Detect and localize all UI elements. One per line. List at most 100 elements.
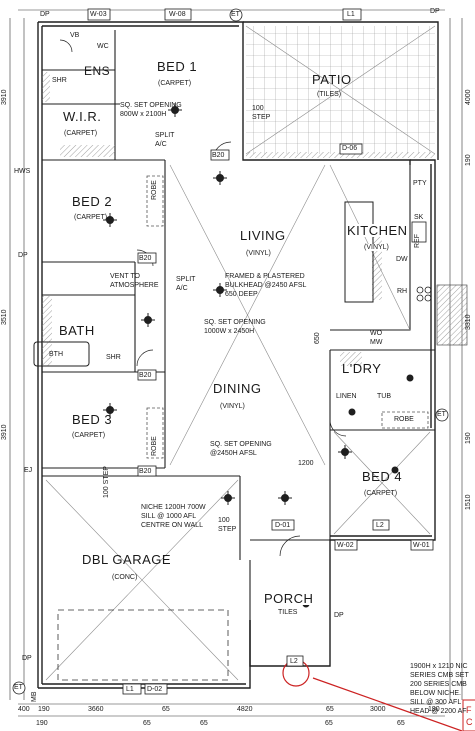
- note-niche-2: 1900H x 1210 NIC SERIES CMB SET 200 SERI…: [410, 663, 469, 715]
- fixture-shr-bath: SHR: [106, 354, 121, 361]
- dim-bottom-65c: 65: [143, 720, 151, 727]
- tag-b20-1: B20: [212, 152, 225, 159]
- tag-dp-bottomleft: DP: [22, 655, 32, 662]
- note-step-entry: 100 STEP: [218, 517, 237, 533]
- note-vent: VENT TO ATMOSPHERE: [110, 273, 159, 289]
- dim-bottom-3000: 3000: [370, 706, 386, 713]
- fixture-wc: WC: [97, 43, 109, 50]
- tag-et-top: ET: [231, 11, 240, 18]
- tag-w01: W-01: [413, 542, 430, 549]
- room-bed3-finish: (CARPET): [72, 432, 106, 439]
- dim-bottom-65b: 65: [326, 706, 334, 713]
- note-sq-opening-2: SQ. SET OPENING 1000W x 2450H: [204, 319, 266, 335]
- dim-bottom-65d: 65: [200, 720, 208, 727]
- fixture-rangehood: RH: [397, 288, 408, 295]
- dim-left-3510: 3510: [1, 309, 8, 325]
- note-sq-opening-3: SQ. SET OPENING @2450H AFSL: [210, 441, 272, 457]
- fixture-sink: SK: [414, 214, 424, 221]
- dim-right-190a: 190: [465, 154, 472, 166]
- room-bed2-finish: (CARPET): [74, 214, 108, 221]
- room-kitchen-finish: (VINYL): [364, 244, 389, 251]
- tag-d01: D-01: [275, 522, 291, 529]
- tag-et-bottomleft: ET: [14, 684, 23, 691]
- fixture-dishwasher: DW: [396, 256, 408, 263]
- tag-b20-4: B20: [139, 468, 152, 475]
- room-bed2-name: BED 2: [72, 194, 113, 209]
- room-bed4-finish: (CARPET): [364, 490, 398, 497]
- dim-bottom-190b: 190: [428, 706, 440, 713]
- dim-right-4000: 4000: [465, 89, 472, 105]
- tag-w03: W-03: [90, 11, 107, 18]
- room-porch-finish: TILES: [278, 609, 298, 616]
- fixture-linen: LINEN: [336, 393, 357, 400]
- room-garage-finish: (CONC): [112, 574, 138, 581]
- note-step-garage: 100 STEP: [103, 466, 110, 498]
- room-ens-name: ENS: [84, 64, 111, 78]
- tag-l2-bed4: L2: [376, 522, 384, 529]
- room-wir-finish: (CARPET): [64, 130, 98, 137]
- note-split-ac-2: SPLIT A/C: [176, 276, 196, 292]
- dim-bottom-4820: 4820: [237, 706, 253, 713]
- fixture-robe-bed3: ROBE: [151, 436, 158, 456]
- dim-bottom-3660: 3660: [88, 706, 104, 713]
- tag-w02: W-02: [337, 542, 354, 549]
- note-sq-opening-1: SQ. SET OPENING 800W x 2100H: [120, 102, 182, 118]
- dim-bottom-65a: 65: [162, 706, 170, 713]
- tag-l1-bottom: L1: [126, 686, 134, 693]
- external-walls: [37, 21, 439, 689]
- room-dining-finish: (VINYL): [220, 403, 245, 410]
- tag-l1-top: L1: [347, 11, 355, 18]
- tag-hws: HWS: [14, 168, 31, 175]
- room-bed3-name: BED 3: [72, 412, 113, 427]
- dim-right-1510: 1510: [465, 494, 472, 510]
- tag-w08: W-08: [169, 11, 186, 18]
- dim-bottom-65f: 65: [397, 720, 405, 727]
- tag-d02: D-02: [147, 686, 163, 693]
- tag-mb: MB: [31, 691, 38, 703]
- tag-ej: EJ: [24, 467, 33, 474]
- fixture-fridge: REF: [414, 234, 421, 248]
- dim-1200: 1200: [298, 460, 314, 467]
- fixture-pantry: PTY: [413, 180, 427, 187]
- revision-callout-text: F C: [466, 705, 473, 727]
- dim-bottom-190a: 190: [38, 706, 50, 713]
- tag-dp-topleft: DP: [40, 11, 50, 18]
- note-split-ac-1: SPLIT A/C: [155, 132, 175, 148]
- fixture-wall-oven: WO: [370, 330, 383, 337]
- ceiling-diagonals: [45, 164, 431, 681]
- tag-dp-topright: DP: [430, 8, 440, 15]
- dim-left-3910b: 3910: [1, 424, 8, 440]
- room-bath-name: BATH: [59, 323, 95, 338]
- note-step-patio: 100 STEP: [252, 105, 271, 121]
- room-laundry-name: L'DRY: [342, 361, 382, 376]
- room-bed1-finish: (CARPET): [158, 80, 192, 87]
- room-wir-name: W.I.R.: [63, 109, 102, 124]
- fixture-robe-bed4: ROBE: [394, 416, 414, 423]
- fixture-microwave: MW: [370, 339, 383, 346]
- tag-b20-2: B20: [139, 255, 152, 262]
- fixture-bathtub: BTH: [49, 351, 63, 358]
- room-living-finish: (VINYL): [246, 250, 271, 257]
- note-niche: NICHE 1200H 700W SILL @ 1000 AFL CENTRE …: [141, 504, 206, 529]
- dim-bottom-190c: 190: [36, 720, 48, 727]
- fixture-tub: TUB: [377, 393, 391, 400]
- tag-dp-left: DP: [18, 252, 28, 259]
- room-garage-name: DBL GARAGE: [82, 552, 172, 567]
- dim-bottom-400: 400: [18, 706, 30, 713]
- tag-b20-3: B20: [139, 372, 152, 379]
- dim-left-3910a: 3910: [1, 89, 8, 105]
- dim-650: 650: [314, 332, 321, 344]
- dim-right-190b: 190: [465, 432, 472, 444]
- light-fittings: [103, 103, 414, 608]
- room-porch-name: PORCH: [264, 591, 314, 606]
- room-patio-finish: (TILES): [317, 91, 342, 98]
- tag-et-right: ET: [437, 411, 446, 418]
- room-bed4-name: BED 4: [362, 469, 403, 484]
- dim-bottom-65e: 65: [325, 720, 333, 727]
- room-living-name: LIVING: [240, 228, 286, 243]
- tag-d06: D-06: [342, 145, 358, 152]
- tag-dp-porch: DP: [334, 612, 344, 619]
- note-bulkhead: FRAMED & PLASTERED BULKHEAD @2450 AFSL 6…: [225, 273, 307, 298]
- dim-right-3310: 3310: [465, 314, 472, 330]
